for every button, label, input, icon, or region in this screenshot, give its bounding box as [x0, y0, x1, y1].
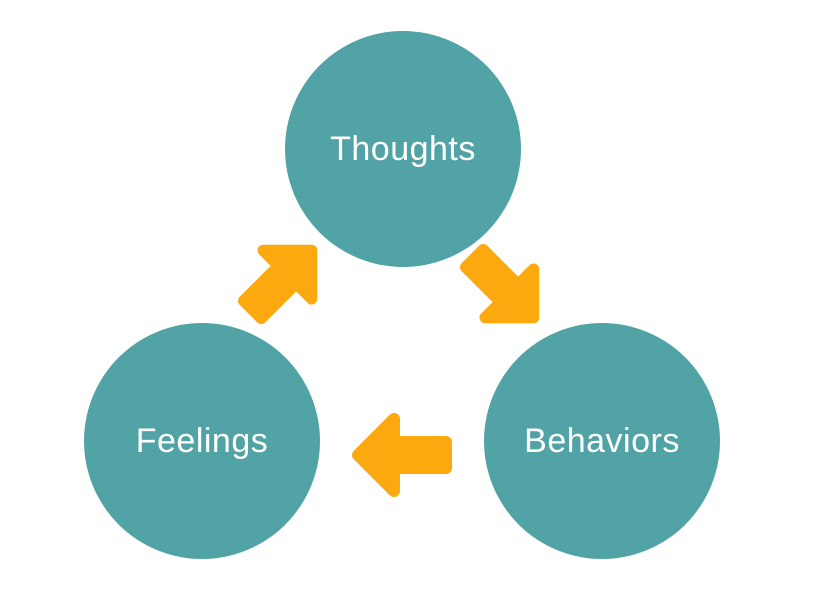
- node-behaviors-label: Behaviors: [524, 421, 680, 460]
- node-thoughts: Thoughts: [285, 31, 521, 267]
- arrow-down-right-icon: [442, 226, 566, 350]
- arrow-left-icon: [352, 413, 452, 497]
- node-feelings: Feelings: [84, 323, 320, 559]
- arrow-up-right-icon: [220, 218, 344, 342]
- node-thoughts-label: Thoughts: [330, 129, 476, 168]
- node-behaviors: Behaviors: [484, 323, 720, 559]
- node-feelings-label: Feelings: [135, 421, 269, 460]
